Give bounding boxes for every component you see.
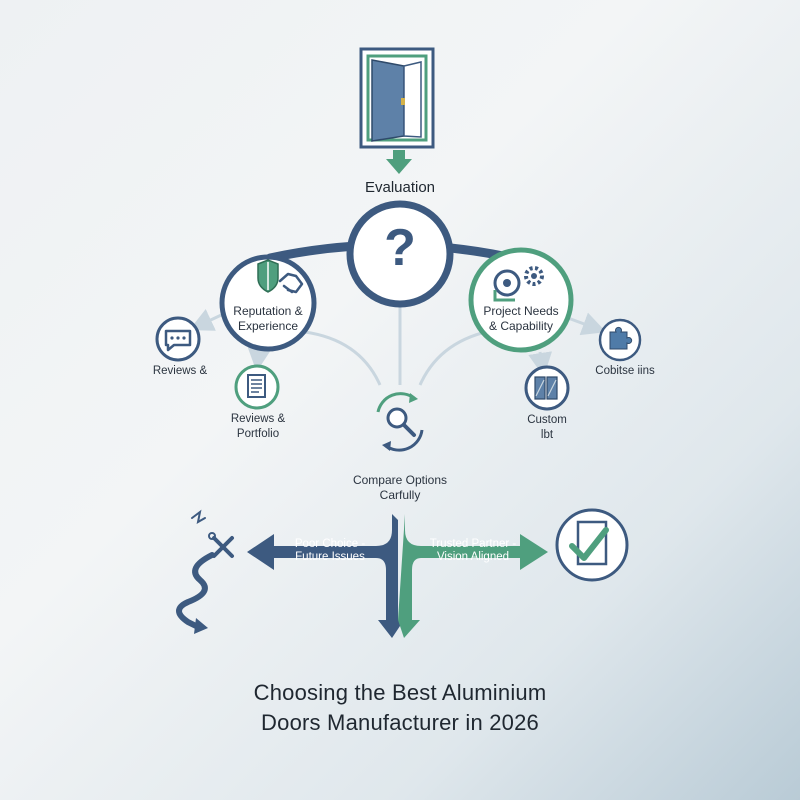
reputation-node [219,254,317,352]
evaluation-label: Evaluation [364,179,436,196]
gear-icon [524,266,544,286]
project-label-line2: & Capability [488,319,554,333]
panel-icon [524,365,570,411]
reputation-label-line1: Reputation & [233,304,303,318]
reputation-label-line2: Experience [237,319,299,333]
evaluation-hub [346,200,454,308]
down-arrow-icon [386,150,412,174]
tools-icon [191,509,234,558]
cobitse-label: Cobitse iins [595,365,655,377]
question-mark: ? [384,219,416,277]
puzzle-icon [598,318,642,362]
magnifier-icon [376,392,424,452]
reviews-portfolio-line2: Portfolio [236,428,280,440]
project-label-line1: Project Needs [483,304,559,318]
poor-choice-line1: Poor Choice - [294,538,366,550]
trusted-partner-line1: Trusted Partner - [429,538,517,550]
title-line-2: Doors Manufacturer in 2026 [261,710,539,735]
door-check-icon [555,508,629,582]
trusted-partner-line2: Vision Aligned [436,551,510,563]
shield-icon [257,259,279,293]
door-icon [359,47,435,149]
title-line-1: Choosing the Best Aluminium [253,680,547,705]
chat-icon [155,316,201,362]
split-arrows [247,514,548,638]
compare-label-line1: Compare Options [352,473,448,487]
compare-label-line2: Carfully [379,488,421,502]
tape-measure-icon [493,269,521,302]
wavy-path-icon [176,552,215,634]
flow-connectors [189,300,607,386]
custom-label-line2: lbt [540,429,554,441]
document-icon [234,364,280,410]
reviews-label: Reviews & [152,365,208,377]
poor-choice-line2: Future Issues [295,551,365,563]
handshake-icon [278,272,304,294]
custom-label-line1: Custom [527,414,567,426]
project-node [468,247,574,353]
reviews-portfolio-line1: Reviews & [230,413,286,425]
